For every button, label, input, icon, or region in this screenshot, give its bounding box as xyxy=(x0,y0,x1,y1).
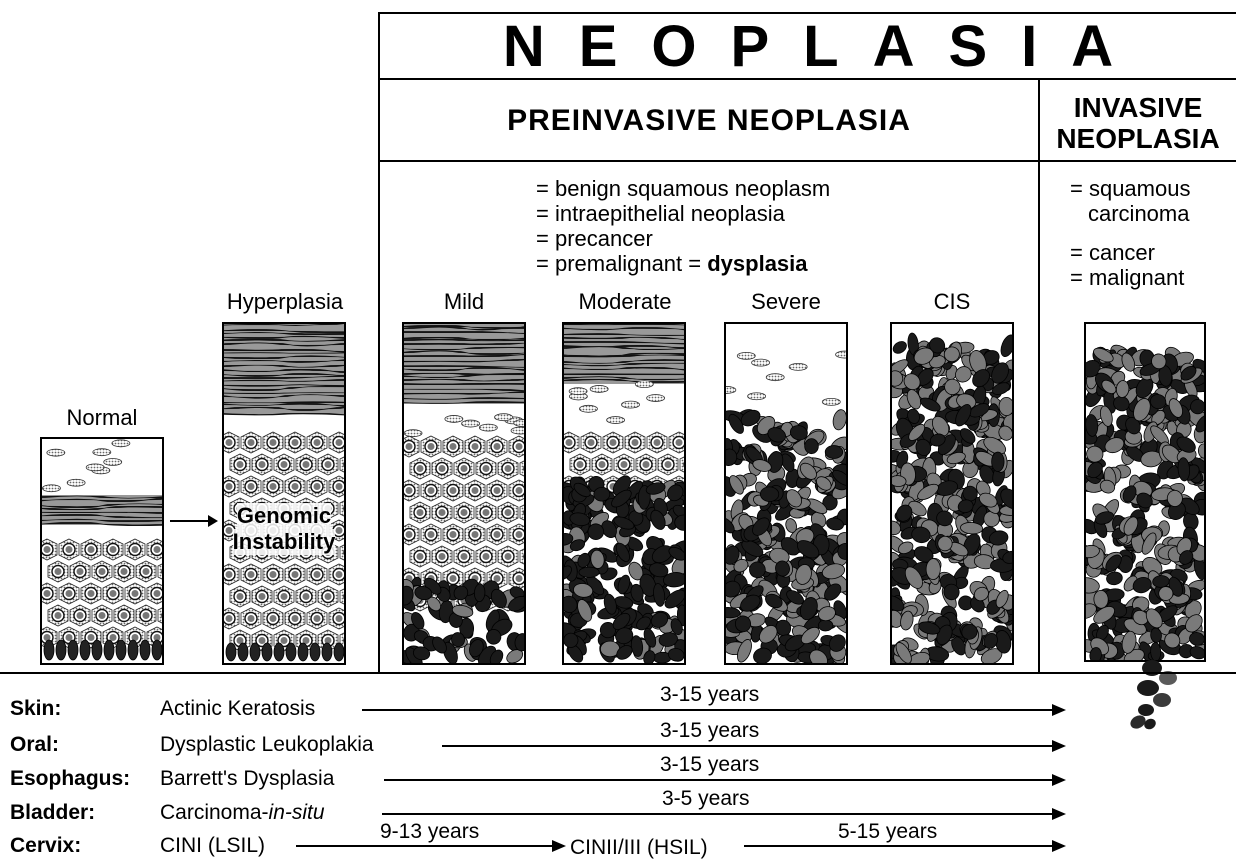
desc-line: = squamous xyxy=(1070,176,1190,201)
lesion-bladder: Carcinoma-in-situ xyxy=(160,801,325,825)
organ-skin: Skin: xyxy=(10,697,61,721)
stage-label-cis: CIS xyxy=(890,289,1014,315)
invasive-epithelium xyxy=(1084,322,1206,662)
arrow-oral xyxy=(442,738,1068,754)
invasive-descriptions: = squamous carcinoma = cancer = malignan… xyxy=(1070,176,1190,290)
lesion-oral: Dysplastic Leukoplakia xyxy=(160,733,374,757)
desc-line: = precancer xyxy=(536,226,830,251)
stage-label-severe: Severe xyxy=(724,289,848,315)
normal-epithelium xyxy=(40,437,164,665)
hyperplasia-epithelium xyxy=(222,322,346,665)
invasive-heading: INVASIVE NEOPLASIA xyxy=(1040,92,1236,154)
severe-dysplasia-epithelium xyxy=(724,322,848,665)
organ-bladder: Bladder: xyxy=(10,801,95,825)
lesion-cervix-high: CINII/III (HSIL) xyxy=(570,836,708,860)
mild-dysplasia-epithelium xyxy=(402,322,526,665)
lesion-esophagus: Barrett's Dysplasia xyxy=(160,767,334,791)
organ-cervix: Cervix: xyxy=(10,834,81,858)
arrow-esophagus xyxy=(384,772,1068,788)
preinvasive-heading: PREINVASIVE NEOPLASIA xyxy=(380,104,1038,138)
organ-esophagus: Esophagus: xyxy=(10,767,130,791)
progression-arrow xyxy=(168,513,220,529)
desc-line: carcinoma xyxy=(1070,201,1190,226)
header-divider xyxy=(378,160,1236,162)
title-banner: NEOPLASIA xyxy=(378,12,1236,80)
dysplasia-term: dysplasia xyxy=(707,251,807,276)
arrow-skin xyxy=(362,702,1068,718)
arrow-bladder xyxy=(382,806,1068,822)
cis-epithelium xyxy=(890,322,1014,665)
organ-oral: Oral: xyxy=(10,733,59,757)
diagram-title: NEOPLASIA xyxy=(380,14,1236,78)
genomic-instability-label: Genomic Instability xyxy=(222,503,346,555)
desc-line: = premalignant = dysplasia xyxy=(536,251,830,276)
desc-line: = malignant xyxy=(1070,265,1190,290)
stage-label-mild: Mild xyxy=(402,289,526,315)
arrow-cervix-a xyxy=(296,838,568,854)
stage-label-normal: Normal xyxy=(40,405,164,431)
desc-line: = intraepithelial neoplasia xyxy=(536,201,830,226)
moderate-dysplasia-epithelium xyxy=(562,322,686,665)
lesion-skin: Actinic Keratosis xyxy=(160,697,315,721)
baseline-divider xyxy=(0,672,1236,674)
preinvasive-descriptions: = benign squamous neoplasm = intraepithe… xyxy=(536,176,830,276)
lesion-cervix-low: CINI (LSIL) xyxy=(160,834,265,858)
invading-cells xyxy=(1110,658,1190,734)
desc-line: = cancer xyxy=(1070,240,1190,265)
arrow-cervix-b xyxy=(744,838,1068,854)
stage-label-moderate: Moderate xyxy=(560,289,690,315)
desc-line: = benign squamous neoplasm xyxy=(536,176,830,201)
stage-label-hyperplasia: Hyperplasia xyxy=(210,289,360,315)
